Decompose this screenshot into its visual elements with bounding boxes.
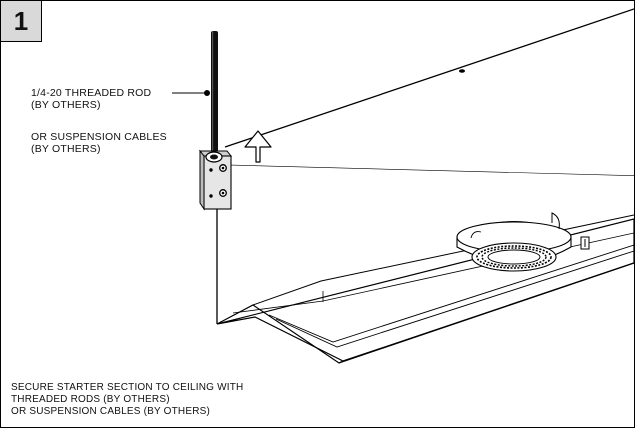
instruction-line1: SECURE STARTER SECTION TO CEILING WITH	[11, 382, 244, 393]
housing-top-face	[225, 9, 634, 181]
cable-callout: OR SUSPENSION CABLES (BY OTHERS)	[31, 131, 167, 155]
rod-callout-line1: 1/4-20 THREADED ROD	[31, 87, 152, 99]
cable-callout-line1: OR SUSPENSION CABLES	[31, 131, 167, 143]
rod-callout: 1/4-20 THREADED ROD (BY OTHERS)	[31, 87, 151, 111]
lift-arrow-icon	[244, 130, 272, 163]
step-number: 1	[13, 5, 29, 36]
housing-top-edge	[224, 8, 634, 148]
downlight-module	[456, 212, 590, 272]
instruction-line2: THREADED RODS (BY OTHERS)	[11, 394, 170, 405]
housing-side-face	[217, 165, 634, 324]
housing-hole	[459, 69, 465, 73]
threaded-rod	[211, 31, 218, 154]
instruction-line3: OR SUSPENSION CABLES (BY OTHERS)	[11, 406, 211, 417]
step-number-badge: 1	[1, 1, 42, 42]
cable-callout-line2: (BY OTHERS)	[31, 143, 101, 155]
mounting-bracket	[198, 149, 233, 211]
rod-leader-dot	[204, 90, 210, 96]
rod-callout-line2: (BY OTHERS)	[31, 99, 101, 111]
step-instructions: SECURE STARTER SECTION TO CEILING WITH T…	[11, 382, 243, 418]
